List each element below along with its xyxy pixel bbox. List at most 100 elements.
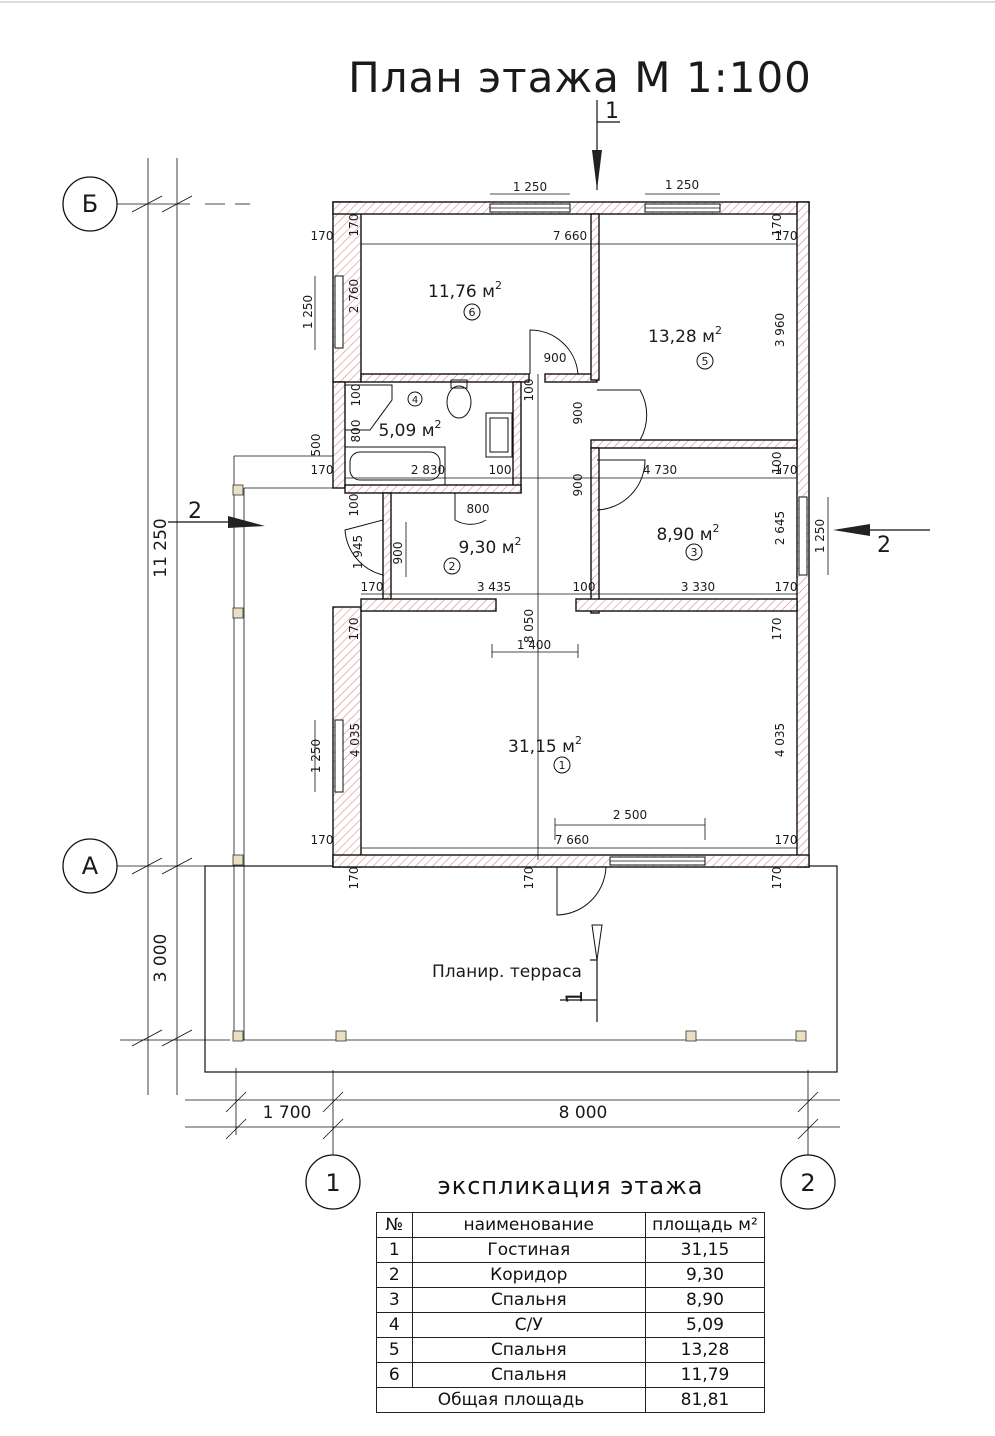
total-label: Общая площадь (376, 1387, 646, 1413)
header-area: площадь м² (644, 1212, 766, 1238)
row-name: С/У (411, 1312, 646, 1338)
svg-text:9,30 м2: 9,30 м2 (458, 535, 521, 558)
row-area: 11,79 (644, 1362, 766, 1388)
svg-text:6: 6 (469, 306, 476, 319)
axis-1: 1 (305, 1070, 361, 1210)
svg-text:5: 5 (702, 355, 709, 368)
svg-text:900: 900 (571, 402, 585, 425)
bathroom-fixtures (344, 379, 513, 486)
svg-text:1: 1 (563, 990, 588, 1004)
svg-text:100: 100 (573, 580, 596, 594)
section-2-left-mark: 2 (168, 499, 265, 528)
svg-text:7 660: 7 660 (553, 229, 587, 243)
svg-text:800: 800 (467, 502, 490, 516)
svg-text:8 050: 8 050 (522, 609, 536, 643)
row-number: 1 (376, 1237, 413, 1263)
table-row: 6 Спальня 11,79 (376, 1362, 766, 1388)
plan-title: План этажа М 1:100 (348, 53, 812, 102)
svg-text:4 035: 4 035 (348, 723, 362, 757)
table-row: 4 С/У 5,09 (376, 1312, 766, 1338)
svg-text:1 250: 1 250 (513, 180, 547, 194)
svg-text:2 645: 2 645 (773, 511, 787, 545)
section-1-bottom-mark: 1 (560, 924, 603, 1022)
svg-text:1: 1 (559, 759, 566, 772)
overall-vertical-dims: 11 250 3 000 (120, 158, 230, 1095)
svg-text:4 035: 4 035 (773, 723, 787, 757)
svg-text:2: 2 (800, 1169, 815, 1197)
room-4-label: 4 5,09 м2 (378, 391, 442, 441)
svg-text:170: 170 (775, 229, 798, 243)
svg-text:2 830: 2 830 (411, 463, 445, 477)
section-2-right-mark: 2 (833, 524, 930, 558)
row-area: 9,30 (644, 1262, 766, 1288)
room-2-label: 9,30 м2 2 (443, 535, 522, 575)
svg-text:2 760: 2 760 (347, 279, 361, 313)
svg-text:170: 170 (311, 229, 334, 243)
header-number: № (376, 1212, 413, 1238)
walls (332, 201, 810, 868)
svg-text:Б: Б (82, 190, 98, 218)
room-1-label: 31,15 м2 1 (508, 734, 582, 774)
svg-text:8 000: 8 000 (559, 1103, 608, 1123)
guide-lines (314, 243, 829, 860)
svg-text:500: 500 (309, 434, 323, 457)
svg-text:4 730: 4 730 (643, 463, 677, 477)
row-area: 13,28 (644, 1337, 766, 1363)
svg-text:170: 170 (347, 214, 361, 237)
svg-text:2: 2 (449, 560, 456, 573)
dimension-labels: 1 250 1 250 170 7 660 170 170 170 2 760 … (301, 178, 827, 889)
row-number: 3 (376, 1287, 413, 1313)
svg-text:8,90 м2: 8,90 м2 (656, 522, 719, 545)
svg-text:900: 900 (391, 542, 405, 565)
section-1-top-mark: 1 (592, 99, 620, 190)
row-number: 6 (376, 1362, 413, 1388)
overall-horizontal-dims: 1 700 8 000 (185, 1068, 840, 1140)
terrace-label: Планир. терраса (432, 962, 582, 982)
svg-text:3 435: 3 435 (477, 580, 511, 594)
row-name: Гостиная (411, 1237, 646, 1263)
svg-text:170: 170 (361, 580, 384, 594)
svg-text:100: 100 (349, 384, 363, 407)
svg-text:100: 100 (489, 463, 512, 477)
svg-text:3 000: 3 000 (151, 934, 171, 983)
svg-text:800: 800 (349, 420, 363, 443)
row-name: Коридор (411, 1262, 646, 1288)
windows (334, 203, 808, 866)
table-header-row: № наименование площадь м² (376, 1212, 766, 1238)
svg-text:170: 170 (347, 618, 361, 641)
svg-text:100: 100 (770, 452, 784, 475)
table-row: 2 Коридор 9,30 (376, 1262, 766, 1288)
svg-text:2 500: 2 500 (613, 808, 647, 822)
row-area: 31,15 (644, 1237, 766, 1263)
row-name: Спальня (411, 1337, 646, 1363)
svg-text:900: 900 (571, 474, 585, 497)
svg-text:1: 1 (325, 1169, 340, 1197)
svg-text:3 330: 3 330 (681, 580, 715, 594)
table-row: 1 Гостиная 31,15 (376, 1237, 766, 1263)
svg-text:1 250: 1 250 (301, 295, 315, 329)
svg-text:900: 900 (544, 351, 567, 365)
terrace-columns (232, 484, 807, 1042)
svg-text:170: 170 (770, 618, 784, 641)
row-name: Спальня (411, 1362, 646, 1388)
svg-text:1 400: 1 400 (517, 638, 551, 652)
svg-text:100: 100 (347, 494, 361, 517)
total-row: Общая площадь 81,81 (376, 1387, 766, 1413)
svg-text:11,76 м2: 11,76 м2 (428, 279, 502, 302)
svg-text:7 660: 7 660 (555, 833, 589, 847)
svg-text:170: 170 (775, 833, 798, 847)
svg-text:1 700: 1 700 (263, 1103, 312, 1123)
svg-text:13,28 м2: 13,28 м2 (648, 324, 722, 347)
svg-text:2: 2 (188, 499, 202, 524)
axis-b: Б (62, 176, 250, 232)
svg-text:100: 100 (522, 379, 536, 402)
row-number: 2 (376, 1262, 413, 1288)
svg-text:3 960: 3 960 (773, 313, 787, 347)
svg-text:1 250: 1 250 (309, 739, 323, 773)
row-number: 5 (376, 1337, 413, 1363)
svg-text:170: 170 (522, 867, 536, 890)
explication-title: экспликация этажа (437, 1172, 704, 1200)
svg-text:170: 170 (775, 463, 798, 477)
svg-text:170: 170 (775, 580, 798, 594)
